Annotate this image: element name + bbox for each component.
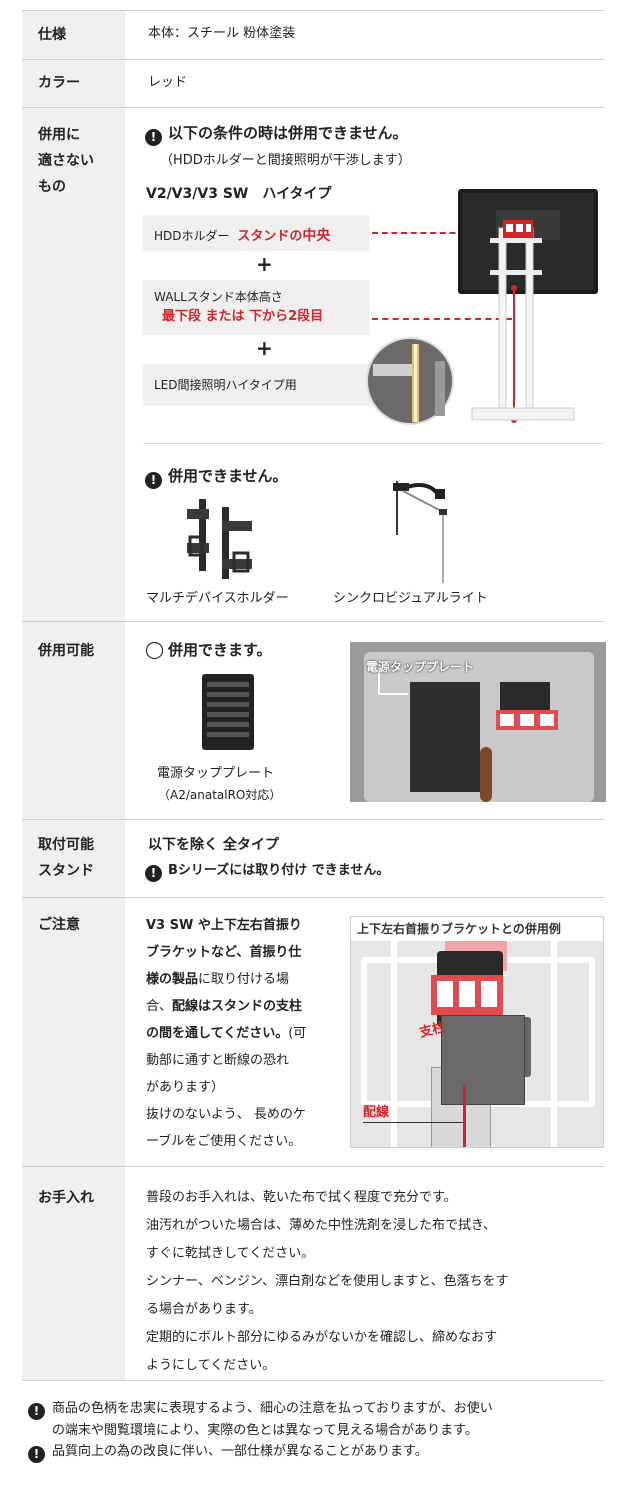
model-title: V2/V3/V3 SW ハイタイプ xyxy=(146,186,332,202)
color-label-cell: カラー xyxy=(22,60,125,107)
photo-label-wire: 配線 xyxy=(363,1105,390,1120)
compatible-heading: ◯併用できます。 xyxy=(145,639,272,661)
compatible-label-cell: 併用可能 xyxy=(22,622,125,819)
exclamation-icon: ! xyxy=(145,865,162,882)
color-value: レッド xyxy=(148,75,188,90)
power-tap-plate-caption: 電源タッププレート xyxy=(157,766,275,781)
care-text: 普段のお手入れは、乾いた布で拭く程度で充分です。 油汚れがついた場合は、薄めた中… xyxy=(146,1190,509,1373)
caution-label-cell: ご注意 xyxy=(22,898,125,1166)
stands-line2: Bシリーズには取り付け できません。 xyxy=(168,863,390,878)
stands-label-2: スタンド xyxy=(38,863,94,879)
power-tap-plate-photo: 電源タッププレート xyxy=(350,642,606,802)
caution-text: V3 SW や上下左右首振り ブラケットなど、首振り仕 様の製品に取り付ける場 … xyxy=(146,918,307,1149)
sync-visual-light-caption: シンクロビジュアルライト xyxy=(333,591,488,606)
multi-device-holder-caption: マルチデバイスホルダー xyxy=(146,591,289,606)
exclamation-icon: ! xyxy=(28,1446,45,1463)
incompatible-label-1: 併用に xyxy=(38,127,80,143)
power-tap-plate-image xyxy=(202,674,254,750)
compatible-label: 併用可能 xyxy=(38,643,94,659)
exclamation-icon: ! xyxy=(145,129,162,146)
stands-line2-wrap: ! Bシリーズには取り付け できません。 xyxy=(145,860,389,882)
spec-value: 本体：スチール 粉体塗装 xyxy=(148,26,296,41)
stands-label-cell: 取付可能 スタンド xyxy=(22,820,125,897)
incompatible-label-2: 適さない xyxy=(38,153,94,169)
spec-label-cell: 仕様 xyxy=(22,11,125,59)
condition-led: LED間接照明ハイタイプ用 xyxy=(143,364,393,406)
cannot-use-heading: ! 併用できません。 xyxy=(145,465,288,489)
photo-title-bracket: 上下左右首振りブラケットとの併用例 xyxy=(351,917,603,941)
tv-stand-illustration xyxy=(458,189,598,423)
multi-device-holder-image xyxy=(187,499,252,579)
condition-height: WALLスタンド本体高さ 最下段 または 下から2段目 xyxy=(143,280,369,335)
incompatible-label-3: もの xyxy=(38,179,66,195)
stands-line1: 以下を除く 全タイプ xyxy=(148,837,279,853)
footnote-1: !商品の色柄を忠実に表現するよう、細心の注意を払っておりますが、お使い の端末や… xyxy=(28,1398,608,1441)
incompatible-label-cell: 併用に 適さない もの xyxy=(22,108,125,621)
warning-title: 以下の条件の時は併用できません。 xyxy=(168,124,408,142)
footnote-2: !品質向上の為の改良に伴い、一部仕様が異なることがあります。 xyxy=(28,1441,608,1463)
exclamation-icon: ! xyxy=(145,472,162,489)
photo-label-power-tap: 電源タッププレート xyxy=(366,660,475,674)
warning-subtitle: （HDDホルダーと間接照明が干渉します） xyxy=(160,153,411,168)
sync-visual-light-image xyxy=(393,481,447,583)
led-light-photo xyxy=(366,337,454,425)
pointer-line-hdd xyxy=(372,232,504,234)
compatible-title: 併用できます。 xyxy=(168,641,272,659)
color-label: カラー xyxy=(38,75,80,91)
circle-icon: ◯ xyxy=(145,640,165,660)
section-divider xyxy=(143,443,605,444)
spec-label: 仕様 xyxy=(38,27,66,43)
plus-sign-2: + xyxy=(256,336,273,360)
bracket-combination-photo: 上下左右首振りブラケットとの併用例 支柱 配線 xyxy=(350,916,604,1148)
pointer-line-height xyxy=(372,318,512,320)
plus-sign-1: + xyxy=(256,252,273,276)
exclamation-icon: ! xyxy=(28,1403,45,1420)
caution-label: ご注意 xyxy=(38,917,80,933)
power-tap-plate-subcaption: （A2/anatalRO対応） xyxy=(158,788,282,802)
condition-hdd: HDDホルダー スタンドの中央 xyxy=(143,215,369,251)
stands-label-1: 取付可能 xyxy=(38,837,94,853)
cannot-use-title: 併用できません。 xyxy=(168,467,288,485)
care-label-cell: お手入れ xyxy=(22,1167,125,1380)
care-label: お手入れ xyxy=(38,1190,94,1206)
incompatible-warning: ! 以下の条件の時は併用できません。 xyxy=(145,122,408,146)
